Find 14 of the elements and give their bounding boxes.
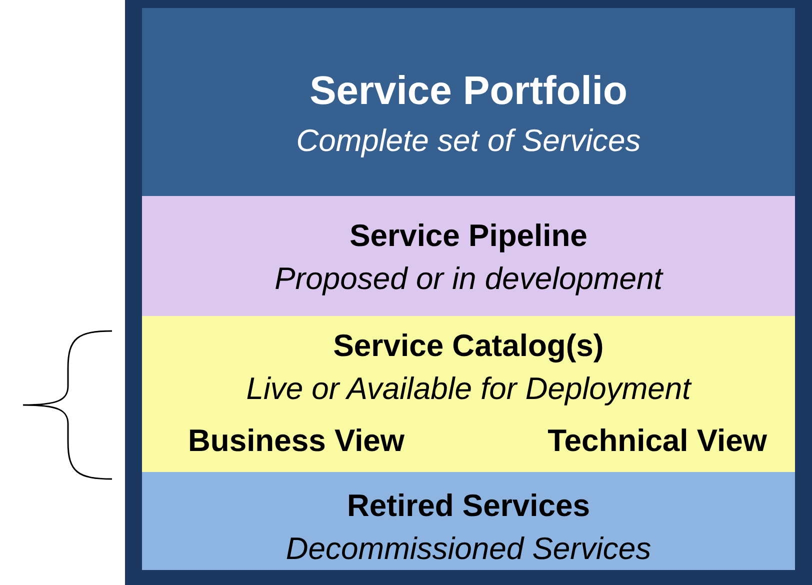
band-heading: Retired Services <box>347 487 590 525</box>
view-label: Technical View <box>548 422 767 460</box>
pipeline-band <box>142 196 795 316</box>
catalog-band <box>142 316 795 472</box>
band-subtitle: Proposed or in development <box>274 260 662 298</box>
frame-heading: Service Portfolio <box>310 68 628 115</box>
portfolio-frame <box>125 0 812 585</box>
retired-band <box>142 472 795 570</box>
band-heading: Service Pipeline <box>350 217 588 255</box>
band-subtitle: Complete set of Services <box>296 122 641 160</box>
band-subtitle: Decommissioned Services <box>286 530 652 568</box>
band-heading: Service Catalog(s) <box>333 327 604 365</box>
view-label: Business View <box>188 422 405 460</box>
band-subtitle: Live or Available for Deployment <box>246 370 691 408</box>
